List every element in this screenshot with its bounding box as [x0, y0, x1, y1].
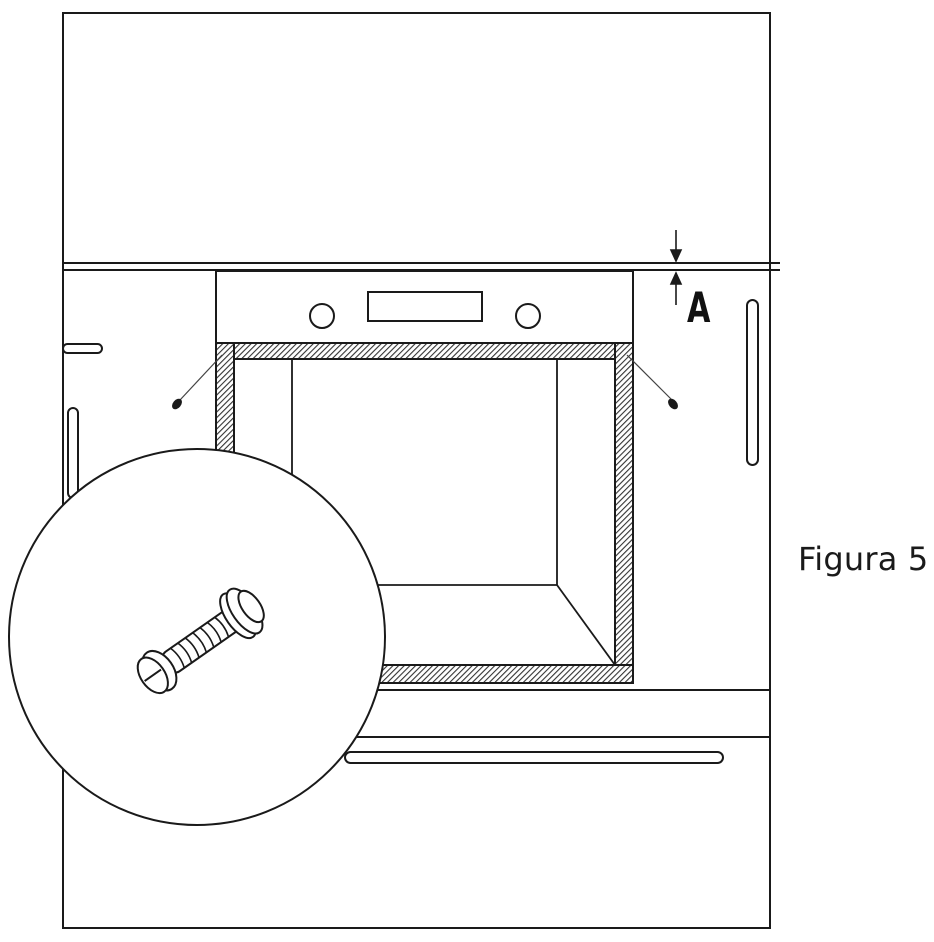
- screw-icon: [172, 398, 678, 410]
- drawer-handle: [344, 751, 724, 764]
- cabinet-slot-vertical-left: [67, 407, 79, 499]
- dimension-label-a: A: [687, 283, 711, 332]
- dimension-arrow-icon: [669, 230, 683, 305]
- cabinet-slot-horizontal: [62, 343, 103, 354]
- oven-display: [367, 291, 483, 322]
- oven-knob-right: [515, 303, 541, 329]
- cabinet-slot-vertical-right: [746, 299, 759, 466]
- cabinet-frame: [62, 12, 771, 929]
- oven-knob-left: [309, 303, 335, 329]
- magnifier-lens: [8, 448, 386, 826]
- oven-control-panel: [215, 270, 634, 345]
- screw-guides: [179, 354, 673, 401]
- figure-caption: Figura 5: [798, 540, 929, 578]
- screw-detail-icon: [136, 587, 265, 695]
